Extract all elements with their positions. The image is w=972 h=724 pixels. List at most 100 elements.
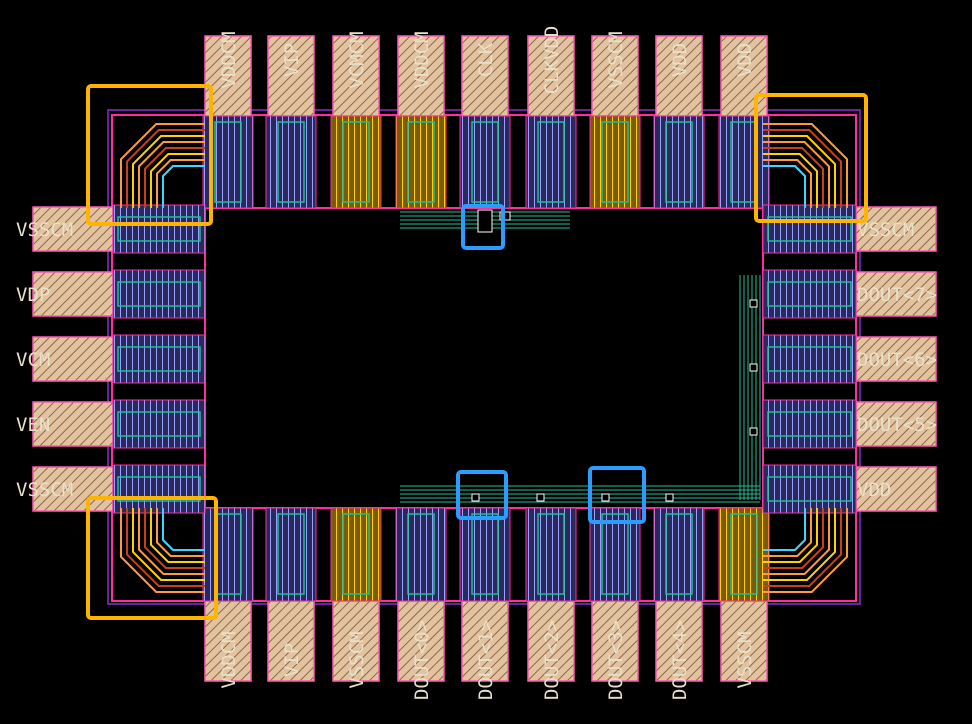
io-cell-core (117, 281, 201, 307)
io-cell-core (342, 121, 370, 203)
pad-label: DOUT<6> (857, 349, 937, 371)
pad-bottom-5[interactable]: DOUT<2> (525, 507, 577, 700)
bond-pad[interactable] (855, 336, 937, 382)
bond-pad[interactable] (397, 35, 445, 117)
corner-trace (763, 508, 818, 563)
bond-pad[interactable] (32, 206, 114, 252)
io-cell (330, 507, 382, 602)
io-cell-core (277, 513, 305, 595)
pad-label: DOUT<3> (605, 620, 627, 700)
corner-trace (126, 508, 205, 587)
io-cell-core (342, 513, 370, 595)
bond-pad[interactable] (332, 35, 380, 117)
pad-right-4[interactable]: VDD (762, 464, 937, 514)
io-cell (762, 399, 857, 449)
pad-label: VDD (669, 43, 691, 77)
bond-pad[interactable] (267, 600, 315, 682)
bond-pad[interactable] (32, 336, 114, 382)
bond-pad[interactable] (461, 35, 509, 117)
io-cell (525, 507, 577, 602)
right-bus (739, 275, 761, 500)
pad-bottom-0[interactable]: VDDCM (202, 507, 254, 689)
corner-trace (763, 159, 812, 208)
io-cell (202, 507, 254, 602)
corner-trace (138, 508, 205, 575)
pad-top-6[interactable]: VSSCM (589, 31, 641, 209)
pad-right-0[interactable]: VSSCM (762, 204, 937, 254)
corner-trace (162, 508, 205, 551)
highlight-box-blue-clk[interactable] (461, 204, 505, 250)
highlight-box-orange-top-right[interactable] (754, 93, 868, 223)
io-cell (395, 507, 447, 602)
io-cell (265, 507, 317, 602)
pad-bottom-1[interactable]: VIP (265, 507, 317, 682)
highlight-box-blue-dout3[interactable] (588, 466, 646, 524)
highlight-box-blue-dout1[interactable] (456, 470, 508, 520)
bond-pad[interactable] (855, 401, 937, 447)
pad-label: VSSCM (605, 31, 627, 88)
corner-trace (763, 508, 848, 593)
pad-bottom-7[interactable]: DOUT<4> (653, 507, 705, 700)
bond-pad[interactable] (591, 35, 639, 117)
pad-bottom-8[interactable]: VSSCM (718, 507, 770, 689)
bond-pad[interactable] (332, 600, 380, 682)
bond-pad[interactable] (527, 35, 575, 117)
pad-left-1[interactable]: VDP (16, 269, 206, 319)
pad-label: VSSCM (857, 219, 914, 241)
pad-left-4[interactable]: VSSCM (16, 464, 206, 514)
pad-right-3[interactable]: DOUT<5> (762, 399, 937, 449)
bond-pad[interactable] (855, 466, 937, 512)
pad-label: VSSCM (16, 479, 73, 501)
corner-trace (144, 508, 205, 569)
highlight-box-orange-bottom-left[interactable] (86, 496, 218, 620)
bond-pad[interactable] (397, 600, 445, 682)
io-cell-core (767, 281, 852, 307)
corner-trace (126, 129, 205, 208)
pad-top-3[interactable]: VDDCM (395, 31, 447, 209)
pad-bottom-3[interactable]: DOUT<0> (395, 507, 447, 700)
pad-label: VDDCM (218, 31, 240, 88)
bond-pad[interactable] (32, 271, 114, 317)
highlight-box-orange-top-left[interactable] (86, 84, 213, 226)
bond-pad[interactable] (591, 600, 639, 682)
pad-label: VSSCM (734, 631, 756, 688)
pad-label: VIP (281, 43, 303, 77)
bond-pad[interactable] (655, 35, 703, 117)
io-cell-core (730, 513, 758, 595)
pad-top-1[interactable]: VIP (265, 35, 317, 209)
pad-right-1[interactable]: DOUT<7> (762, 269, 937, 319)
io-cell (762, 464, 857, 514)
pad-bottom-4[interactable]: DOUT<1> (459, 507, 511, 700)
pad-top-5[interactable]: CLKVDD (525, 26, 577, 209)
pad-label: VDDCM (218, 631, 240, 688)
pad-left-0[interactable]: VSSCM (16, 204, 206, 254)
core-wiring (400, 209, 761, 503)
bond-pad[interactable] (855, 271, 937, 317)
pad-bottom-2[interactable]: VSSCM (330, 507, 382, 689)
bond-pad[interactable] (32, 401, 114, 447)
io-cell (112, 204, 206, 254)
pad-top-7[interactable]: VDD (653, 35, 705, 209)
corner-trace (763, 508, 830, 575)
corner-trace (763, 508, 836, 581)
pad-label: CLK (475, 42, 497, 77)
pad-top-2[interactable]: VCMCM (330, 31, 382, 209)
pad-left-2[interactable]: VCM (16, 334, 206, 384)
bond-pad[interactable] (267, 35, 315, 117)
pad-label: DOUT<5> (857, 414, 937, 436)
io-cell-core (214, 121, 242, 203)
pad-left-3[interactable]: VEN (16, 399, 206, 449)
bond-pad[interactable] (527, 600, 575, 682)
pad-top-8[interactable]: VDD (718, 35, 770, 209)
corner-cell-bottom-right (763, 508, 848, 593)
corner-trace (138, 141, 205, 208)
io-cell (525, 115, 577, 209)
pad-right-2[interactable]: DOUT<6> (762, 334, 937, 384)
io-cell-core (601, 121, 629, 203)
corner-trace (763, 147, 824, 208)
pad-bottom-6[interactable]: DOUT<3> (589, 507, 641, 700)
pad-top-4[interactable]: CLK (459, 35, 511, 209)
via-contact (749, 363, 758, 372)
